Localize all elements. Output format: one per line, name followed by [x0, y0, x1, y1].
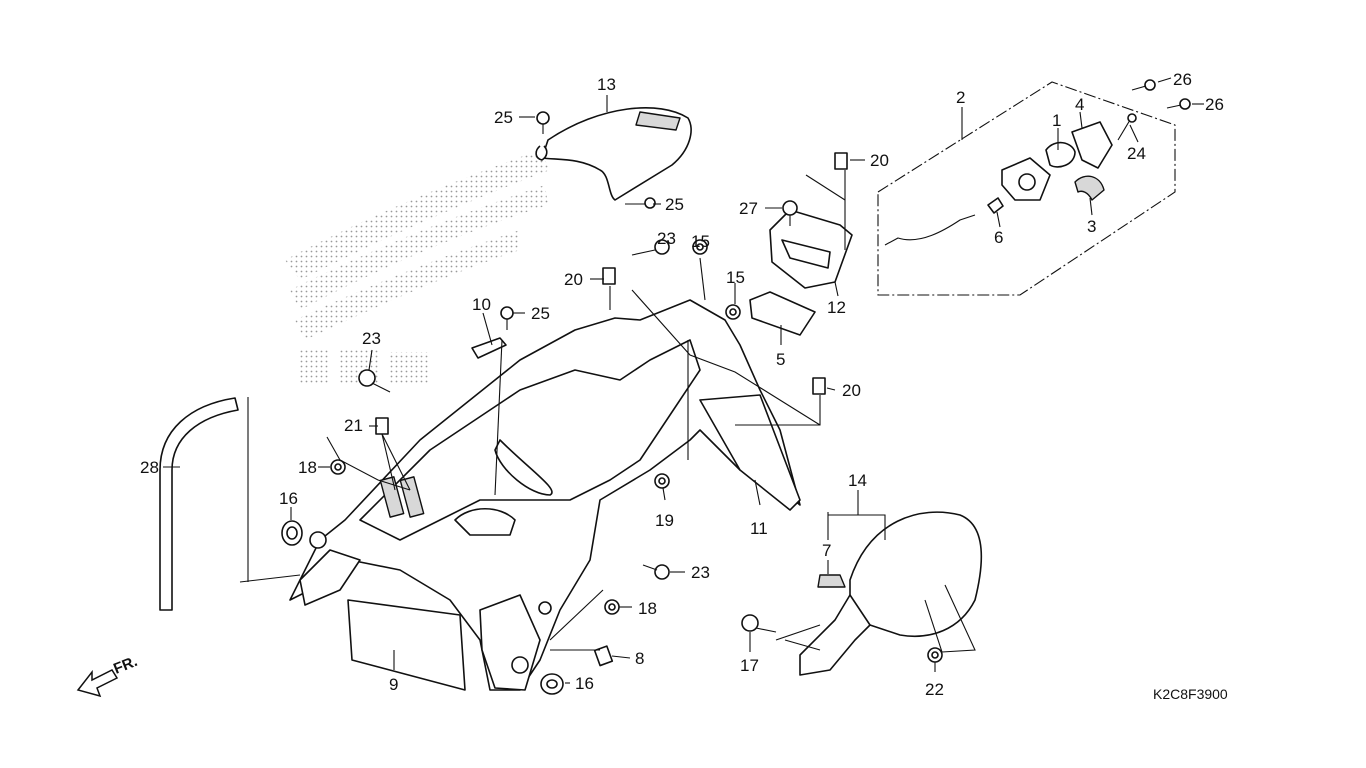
callout-15-right: 15 [726, 268, 745, 287]
callout-23-top: 23 [657, 229, 676, 248]
part-tube [159, 397, 239, 611]
callout-2: 2 [956, 88, 965, 107]
front-label: FR. [111, 653, 140, 678]
part-harness [884, 214, 976, 246]
callout-25-top: 25 [494, 108, 513, 127]
callout-4: 4 [1075, 95, 1084, 114]
callout-23-right: 23 [691, 563, 710, 582]
callout-6: 6 [994, 228, 1003, 247]
part-bulb [987, 197, 1004, 214]
callout-11: 11 [750, 519, 768, 538]
callout-16-left: 16 [279, 489, 298, 508]
callout-23-left: 23 [362, 329, 381, 348]
part-rear-lamp-cover [1071, 121, 1113, 169]
callout-26-lower: 26 [1205, 95, 1224, 114]
callout-12: 12 [827, 298, 846, 317]
callout-19: 19 [655, 511, 674, 530]
callout-1: 1 [1052, 111, 1061, 130]
callout-26-top: 26 [1173, 70, 1192, 89]
part-socket [1001, 157, 1051, 201]
callout-15-top: 15 [691, 232, 710, 251]
callout-22: 22 [925, 680, 944, 699]
part-bracket [769, 209, 853, 289]
leader-lines [163, 77, 1204, 684]
callout-5: 5 [776, 350, 785, 369]
part-plate [347, 599, 466, 691]
callout-20-top: 20 [870, 151, 889, 170]
callout-18-right: 18 [638, 599, 657, 618]
front-arrow-icon [76, 669, 119, 698]
callout-27: 27 [739, 199, 758, 218]
callout-labels: 1 2 3 4 5 6 7 8 9 10 11 12 13 14 15 15 1… [140, 70, 1224, 699]
assembly-group-outline [877, 81, 1176, 296]
drawing-code: K2C8F3900 [1153, 686, 1228, 702]
part-hugger [799, 511, 983, 676]
part-rear-fender [289, 299, 801, 691]
callout-8: 8 [635, 649, 644, 668]
callout-28: 28 [140, 458, 159, 477]
callout-24: 24 [1127, 144, 1146, 163]
callout-9: 9 [389, 675, 398, 694]
callout-14: 14 [848, 471, 867, 490]
callout-20-right: 20 [842, 381, 861, 400]
callout-3: 3 [1087, 217, 1096, 236]
callout-16-bottom: 16 [575, 674, 594, 693]
callout-21: 21 [344, 416, 363, 435]
callout-13: 13 [597, 75, 616, 94]
callout-25-mid: 25 [531, 304, 550, 323]
callout-7: 7 [822, 541, 831, 560]
part-lens [1074, 175, 1105, 201]
callout-17: 17 [740, 656, 759, 675]
front-direction-marker: FR. [76, 653, 140, 698]
callout-10: 10 [472, 295, 491, 314]
part-license-light [749, 291, 816, 336]
wing-logo-background [285, 150, 550, 385]
part-seat-cowl [535, 107, 692, 201]
fasteners [281, 79, 1191, 695]
part-gasket [1045, 141, 1076, 168]
callout-25-seat: 25 [665, 195, 684, 214]
callout-18-left: 18 [298, 458, 317, 477]
callout-20-left: 20 [564, 270, 583, 289]
